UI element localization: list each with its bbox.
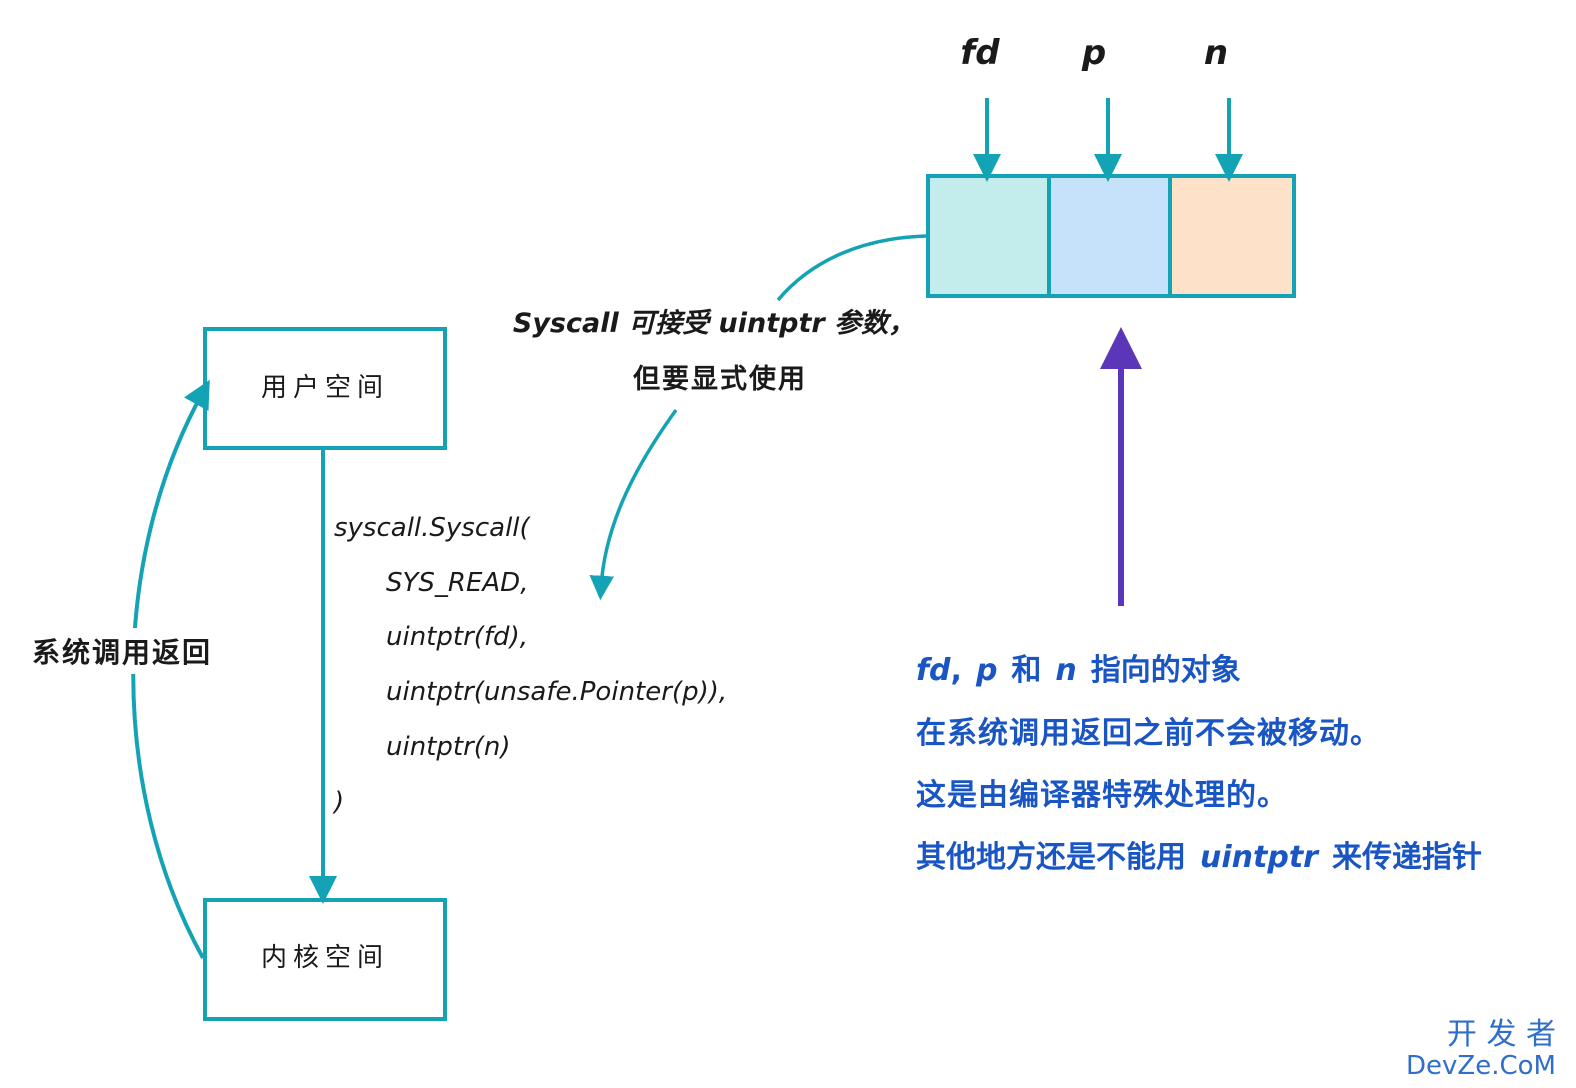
note-line-2: 在系统调用返回之前不会被移动。 (916, 716, 1381, 751)
memory-label-n: n (1204, 33, 1228, 73)
memory-cell-fd (926, 174, 1051, 298)
kernel-space-label: 内核空间 (261, 943, 389, 973)
watermark-line-1: 开 发 者 (1447, 1017, 1556, 1052)
note-line-1-fd: fd (916, 653, 951, 688)
memory-cell-p (1047, 174, 1172, 298)
note-line-1-rest: 指向的对象 (1091, 653, 1241, 688)
callout-line-2: 但要显式使用 (633, 364, 807, 395)
code-line-3: uintptr(fd), (386, 622, 528, 652)
return-label: 系统调用返回 (32, 636, 212, 669)
note-line-3: 这是由编译器特殊处理的。 (916, 778, 1288, 813)
note-line-4-a: 其他地方还是不能用 (916, 840, 1186, 875)
watermark-line-2: DevZe.CoM (1406, 1051, 1556, 1081)
code-line-2: SYS_READ, (386, 568, 528, 598)
code-line-6: ) (332, 787, 344, 817)
user-space-label: 用户空间 (261, 373, 389, 403)
note-line-1-n: n (1055, 653, 1076, 688)
callout-line-1: Syscall 可接受 uintptr 参数， (513, 308, 915, 339)
memory-label-fd: fd (960, 33, 1000, 73)
note-line-4-b: uintptr (1200, 840, 1320, 875)
code-block: syscall.Syscall( SYS_READ, uintptr(fd), … (332, 513, 727, 817)
user-space-box: 用户空间 (203, 327, 447, 450)
memory-cell-n (1168, 174, 1296, 298)
return-label-bg (28, 628, 240, 674)
memory-label-p: p (1081, 33, 1106, 73)
kernel-space-box: 内核空间 (203, 898, 447, 1021)
note-line-1-p: p (975, 653, 997, 688)
note-line-1-and: 和 (1011, 653, 1041, 688)
code-line-4: uintptr(unsafe.Pointer(p)), (386, 677, 727, 707)
memory-cells (926, 174, 1296, 298)
callout-connector-top (776, 234, 927, 302)
code-line-5: uintptr(n) (386, 732, 511, 762)
note-line-1-comma: , (951, 653, 962, 688)
watermark: 开 发 者 DevZe.CoM (1406, 1017, 1556, 1081)
return-arrow (131, 379, 210, 959)
code-line-1: syscall.Syscall( (334, 513, 532, 543)
callout-arrow (589, 408, 678, 601)
note-line-4: 其他地方还是不能用 uintptr 来传递指针 (916, 840, 1482, 875)
note-line-4-c: 来传递指针 (1332, 840, 1482, 875)
